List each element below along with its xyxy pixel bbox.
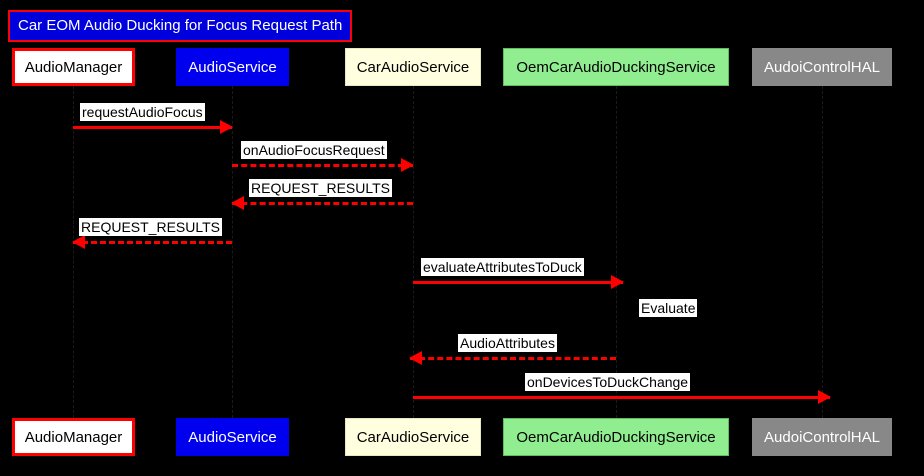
lifeline-audoicontrolhal [822,86,823,418]
message-line-m5 [413,281,623,284]
arrowhead-icon [72,235,85,249]
participant-audoicontrolhal-top[interactable]: AudoiControlHAL [752,48,892,86]
arrowhead-icon [611,275,624,289]
message-line-m2 [232,164,413,167]
message-label-m6: AudioAttributes [458,334,557,353]
arrowhead-icon [231,196,244,210]
message-line-m1 [73,126,232,129]
participant-audioservice-top[interactable]: AudioService [176,48,289,86]
message-label-m5: evaluateAttributesToDuck [421,258,584,277]
participant-caraudioservice-bottom[interactable]: CarAudioService [345,418,481,456]
message-label-m4: REQUEST_RESULTS [79,218,222,237]
message-label-m3: REQUEST_RESULTS [249,179,392,198]
lifeline-oemcaraudioduckingservice [616,86,617,418]
lifeline-audiomanager [73,86,74,418]
participant-oemcaraudioduckingservice-top[interactable]: OemCarAudioDuckingService [503,48,729,86]
message-line-m7 [413,396,830,399]
participant-audiomanager-bottom[interactable]: AudioManager [12,418,135,456]
participant-audioservice-bottom[interactable]: AudioService [176,418,289,456]
message-line-m3 [232,202,413,205]
message-label-m1: requestAudioFocus [80,103,205,122]
participant-audoicontrolhal-bottom[interactable]: AudoiControlHAL [752,418,892,456]
participant-caraudioservice-top[interactable]: CarAudioService [345,48,481,86]
note-label-n1: Evaluate [639,299,698,318]
diagram-title: Car EOM Audio Ducking for Focus Request … [8,10,353,42]
participant-audiomanager-top[interactable]: AudioManager [12,48,135,86]
arrowhead-icon [409,351,422,365]
participant-oemcaraudioduckingservice-bottom[interactable]: OemCarAudioDuckingService [503,418,729,456]
arrowhead-icon [401,158,414,172]
lifeline-caraudioservice [413,86,414,418]
message-line-m4 [73,241,232,244]
message-label-m7: onDevicesToDuckChange [525,373,691,392]
message-label-m2: onAudioFocusRequest [241,141,387,160]
arrowhead-icon [220,120,233,134]
arrowhead-icon [818,390,831,404]
lifeline-audioservice [232,86,233,418]
message-line-m6 [410,357,616,360]
